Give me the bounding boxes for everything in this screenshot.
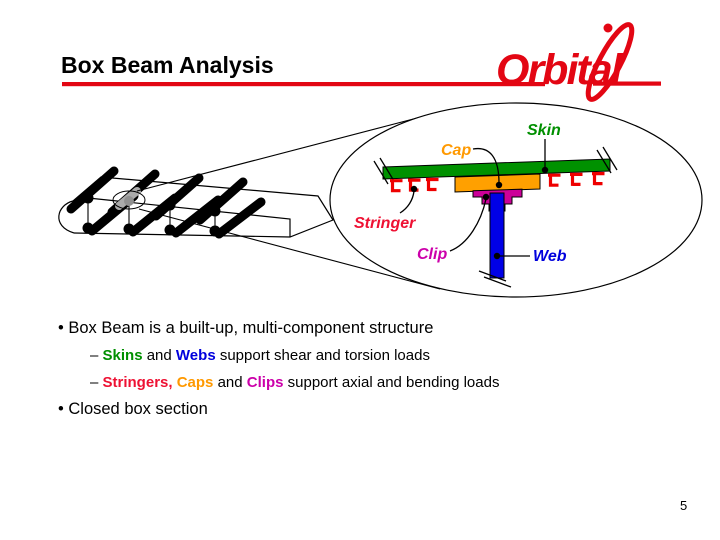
leader-dots [410, 166, 549, 260]
cap-label: Cap [441, 142, 471, 159]
cap-leader-line [472, 147, 500, 184]
sub-bullet-2: – Stringers, Caps and Clips support axia… [90, 374, 499, 391]
web-break-marks [478, 270, 512, 288]
bullet-item-1: • Box Beam is a built-up, multi-componen… [58, 319, 433, 338]
stringers [390, 172, 605, 193]
bullet-dot: • [58, 400, 64, 418]
sub2-and: and [213, 374, 247, 391]
callout-line-top [136, 116, 422, 192]
sub2-caps: Caps [172, 374, 214, 391]
sub-bullet-1: – Skins and Webs support shear and torsi… [90, 347, 430, 364]
leader-lines [399, 139, 546, 257]
stringer-shape [426, 177, 439, 192]
logo-underline [593, 81, 661, 86]
sub2-clips: Clips [246, 374, 284, 391]
zoom-ellipse [329, 102, 703, 298]
callout-line-bottom [138, 208, 441, 290]
stringer-shape [570, 172, 583, 186]
dash-marker: – [90, 374, 99, 391]
stringer-shape [592, 172, 605, 186]
sub1-and: and [142, 347, 176, 364]
orbital-logo: Orbital [496, 22, 635, 102]
clip-label: Clip [417, 246, 447, 263]
bullet-dot: • [58, 319, 64, 337]
web-bar [489, 192, 505, 279]
orbit-dot-icon [603, 23, 613, 33]
orbit-swoosh-icon [585, 22, 635, 102]
stringer-label: Stringer [354, 215, 416, 232]
sub2-stringers: Stringers, [102, 374, 173, 391]
bullet-item-2-text: Closed box section [68, 400, 208, 418]
stringer-shape [390, 179, 403, 193]
sub1-skins: Skins [102, 347, 143, 364]
title-rule [62, 82, 545, 87]
wing-spar-line [87, 197, 291, 237]
wing-highlight [112, 187, 146, 210]
page-title: Box Beam Analysis [61, 52, 274, 78]
skin-label: Skin [527, 122, 561, 139]
bullet-item-1-text: Box Beam is a built-up, multi-component … [68, 319, 434, 337]
bullet-item-2: • Closed box section [58, 400, 208, 419]
sub2-rest: support axial and bending loads [283, 374, 500, 391]
page-number: 5 [680, 498, 688, 513]
rod [214, 197, 266, 239]
wing-nose [58, 200, 75, 234]
sub1-rest: support shear and torsion loads [215, 347, 430, 364]
dash-marker: – [90, 347, 99, 364]
wing-joint-dots [82, 192, 221, 237]
web-label: Web [533, 248, 567, 265]
rod [171, 195, 223, 238]
stringer-shape [548, 173, 561, 187]
stringer-leader-line [399, 190, 415, 214]
clip-leader-line [449, 198, 487, 252]
sub1-webs: Webs [175, 347, 216, 364]
rod [66, 166, 119, 214]
skin-break-marks [373, 146, 618, 185]
